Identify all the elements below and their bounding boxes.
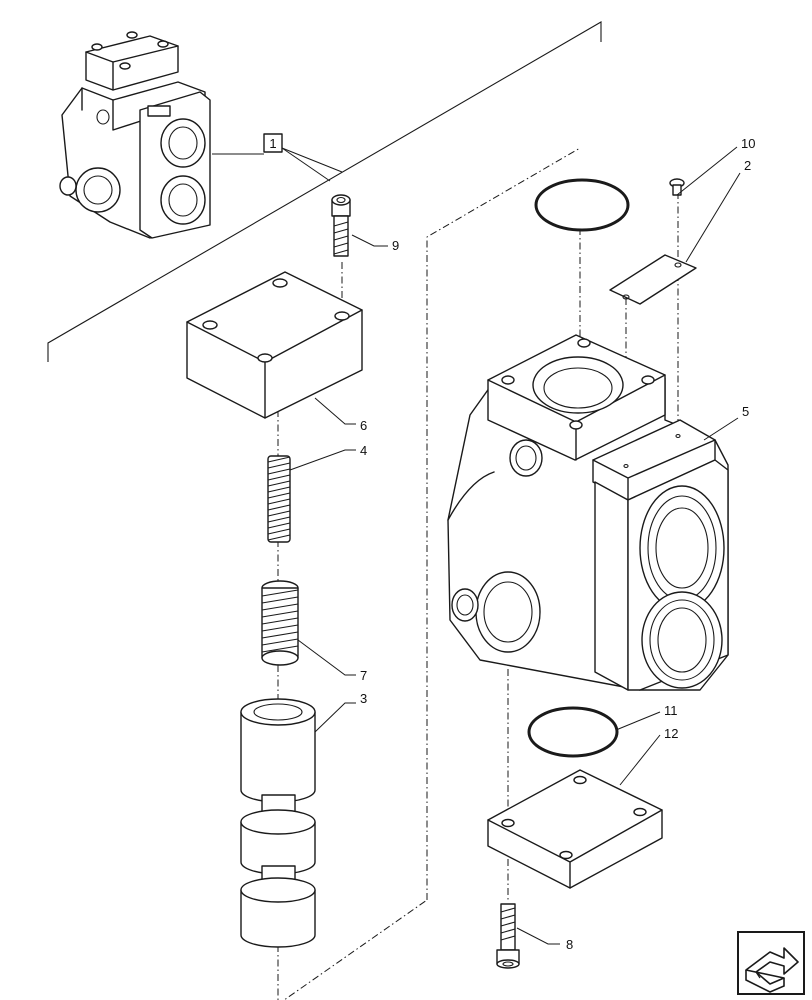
reference-cover-bolts xyxy=(91,31,169,70)
callout-9: 9 xyxy=(392,238,399,253)
reference-valve-assembly xyxy=(59,31,211,239)
part-2-plate xyxy=(609,254,697,305)
part-10-pin xyxy=(669,178,685,196)
boundary-dash-lines xyxy=(283,147,581,1000)
next-page-arrow-icon[interactable] xyxy=(737,931,805,995)
callout-ref-1: 1 xyxy=(269,136,276,151)
callout-5: 5 xyxy=(742,404,749,419)
callout-2: 2 xyxy=(744,158,751,173)
part-3-spool xyxy=(240,698,316,948)
callout-10: 10 xyxy=(741,136,755,151)
callout-4: 4 xyxy=(360,443,367,458)
part-8-bolt xyxy=(496,903,520,969)
callout-3: 3 xyxy=(360,691,367,706)
callout-11: 11 xyxy=(664,703,678,718)
callout-6: 6 xyxy=(360,418,367,433)
reference-label-1: 1 xyxy=(263,133,343,182)
callout-12: 12 xyxy=(664,726,678,741)
callouts: 9 10 2 5 6 4 7 3 11 12 8 xyxy=(289,136,755,952)
o-ring-top xyxy=(534,178,630,232)
part-9-socket-screw xyxy=(331,194,351,257)
separator-lines xyxy=(47,21,602,362)
part-4-small-spring xyxy=(267,455,291,543)
callout-7: 7 xyxy=(360,668,367,683)
part-5-valve-body xyxy=(447,334,729,691)
part-7-large-spring xyxy=(261,580,299,666)
part-11-o-ring xyxy=(527,706,619,758)
part-12-cover-plate xyxy=(487,769,663,889)
part-6-cover-block xyxy=(186,271,363,419)
callout-8: 8 xyxy=(566,937,573,952)
